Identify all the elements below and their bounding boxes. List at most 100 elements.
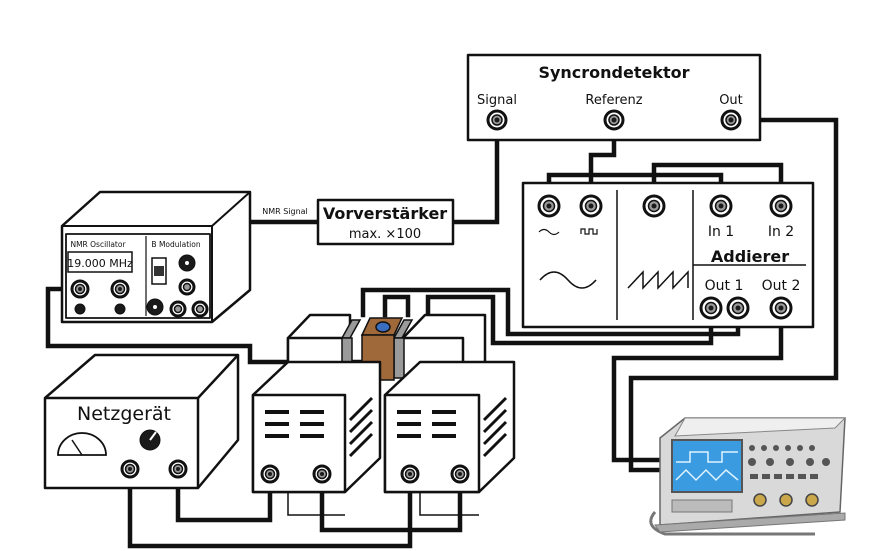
vent-slot xyxy=(432,434,456,438)
wire-sync-out-scope xyxy=(628,117,839,473)
wire-psu-coil-b xyxy=(175,466,273,523)
adder-out2-label: Out 2 xyxy=(762,278,801,294)
preamp-box xyxy=(316,198,455,246)
osc-jack-small-1[interactable] xyxy=(74,303,86,315)
nmr-signal-wire-label: NMR Signal xyxy=(262,207,308,216)
jack-adder-square[interactable] xyxy=(579,194,603,218)
preamp-gain: max. ×100 xyxy=(349,227,421,242)
vent-slot xyxy=(432,422,456,426)
vent-slot xyxy=(265,434,289,438)
vent-slot xyxy=(397,422,421,426)
sync-detector-title: Syncrondetektor xyxy=(538,63,689,82)
jack-psu-minus[interactable] xyxy=(168,459,188,479)
jack-mod-3[interactable] xyxy=(191,300,209,318)
jack-adder-in2[interactable] xyxy=(769,194,793,218)
jack-coil-left-a[interactable] xyxy=(260,464,280,484)
scope-screen xyxy=(671,439,743,493)
jack-adder-saw[interactable] xyxy=(642,194,666,218)
jack-mod-1[interactable] xyxy=(178,278,196,296)
scope-feet xyxy=(654,512,846,533)
vent-slot xyxy=(432,410,456,414)
nmr-oscillator-unit: NMR Oscillator B Modulation 19.000 MHz xyxy=(60,190,252,324)
knob-marker-2 xyxy=(153,305,157,309)
psu-knob-marker xyxy=(149,431,157,441)
sync-port-referenz-label: Referenz xyxy=(585,93,642,108)
psu-meter-icon xyxy=(57,432,107,456)
nmr-unit-panel xyxy=(65,233,211,319)
adder-in2-label: In 2 xyxy=(768,224,794,240)
power-supply: Netzgerät xyxy=(43,353,240,490)
jack-adder-out2[interactable] xyxy=(769,296,793,320)
sync-port-signal-label: Signal xyxy=(477,93,517,108)
frequency-display xyxy=(67,251,133,273)
sine-wave-icon xyxy=(539,271,597,289)
oscilloscope xyxy=(649,417,847,536)
sawtooth-wave-icon xyxy=(627,270,689,290)
jack-adder-out1-a[interactable] xyxy=(699,296,723,320)
wire-out1-coil-b xyxy=(360,287,741,337)
wire-psu-coil-a xyxy=(127,466,413,549)
sine-small-icon xyxy=(538,228,560,236)
scope-input-jacks[interactable] xyxy=(753,493,819,507)
scope-top xyxy=(674,417,847,437)
jack-adder-in1[interactable] xyxy=(709,194,733,218)
sample-vial xyxy=(375,321,391,333)
wire-out1-coil xyxy=(425,294,714,346)
pole-face-right xyxy=(393,337,405,379)
vent-slot xyxy=(397,434,421,438)
osc-jack-small-2[interactable] xyxy=(114,303,126,315)
vent-slot xyxy=(397,410,421,414)
jack-coil-right-b[interactable] xyxy=(450,464,470,484)
wire-out2-scope xyxy=(611,305,784,463)
scope-handle xyxy=(649,511,815,536)
wires xyxy=(45,117,839,549)
jack-psu-plus[interactable] xyxy=(120,459,140,479)
jack-sync-signal[interactable] xyxy=(486,109,508,131)
jack-adder-sine[interactable] xyxy=(537,194,561,218)
magnet-base-right xyxy=(419,492,479,516)
vent-slot xyxy=(265,410,289,414)
jack-osc-signal[interactable] xyxy=(110,279,130,299)
scope-trace-square xyxy=(676,451,738,463)
jack-osc-probe[interactable] xyxy=(70,279,90,299)
jack-sync-out[interactable] xyxy=(720,109,742,131)
preamp: Vorverstärker max. ×100 xyxy=(316,198,455,246)
sync-port-out-label: Out xyxy=(719,93,743,108)
magnet-base-left xyxy=(287,492,345,516)
preamp-title: Vorverstärker xyxy=(323,204,447,223)
square-small-icon xyxy=(580,228,598,235)
nmr-modulation-label: B Modulation xyxy=(151,240,200,249)
adder-title: Addierer xyxy=(711,247,789,266)
jack-mod-2[interactable] xyxy=(169,300,187,318)
adder-box xyxy=(521,181,815,329)
jack-coil-left-b[interactable] xyxy=(312,464,332,484)
vent-slot xyxy=(300,434,324,438)
side-vents-right xyxy=(482,396,508,458)
frequency-display-value: 19.000 MHz xyxy=(67,257,133,270)
wire-coil-loop xyxy=(382,294,411,318)
wire-coil-bridge xyxy=(319,471,463,533)
vent-slot xyxy=(300,410,324,414)
psu-meter-needle xyxy=(71,439,83,456)
jack-sync-referenz[interactable] xyxy=(603,109,625,131)
side-vents-left xyxy=(348,396,374,458)
wire-osc-probe xyxy=(45,286,375,365)
vent-slot xyxy=(300,422,324,426)
scope-trace-saw xyxy=(675,468,739,482)
scope-controls xyxy=(748,445,830,479)
scope-bottom-strip xyxy=(671,499,733,513)
adder-unit: In 1 In 2 Addierer Out 1 Out 2 xyxy=(521,181,815,329)
adder-in1-label: In 1 xyxy=(708,224,734,240)
jack-adder-out1-b[interactable] xyxy=(726,296,750,320)
sync-detector: Syncrondetektor Signal Referenz Out xyxy=(466,53,762,142)
knob-marker-1 xyxy=(185,261,189,265)
wire-preamp-to-signal xyxy=(450,117,500,225)
nmr-oscillator-label: NMR Oscillator xyxy=(70,240,126,249)
vent-slot xyxy=(265,422,289,426)
psu-title: Netzgerät xyxy=(77,403,171,425)
modulation-switch-lever xyxy=(154,266,164,276)
jack-coil-right-a[interactable] xyxy=(400,464,420,484)
magnet xyxy=(251,313,516,516)
adder-out1-label: Out 1 xyxy=(705,278,744,294)
